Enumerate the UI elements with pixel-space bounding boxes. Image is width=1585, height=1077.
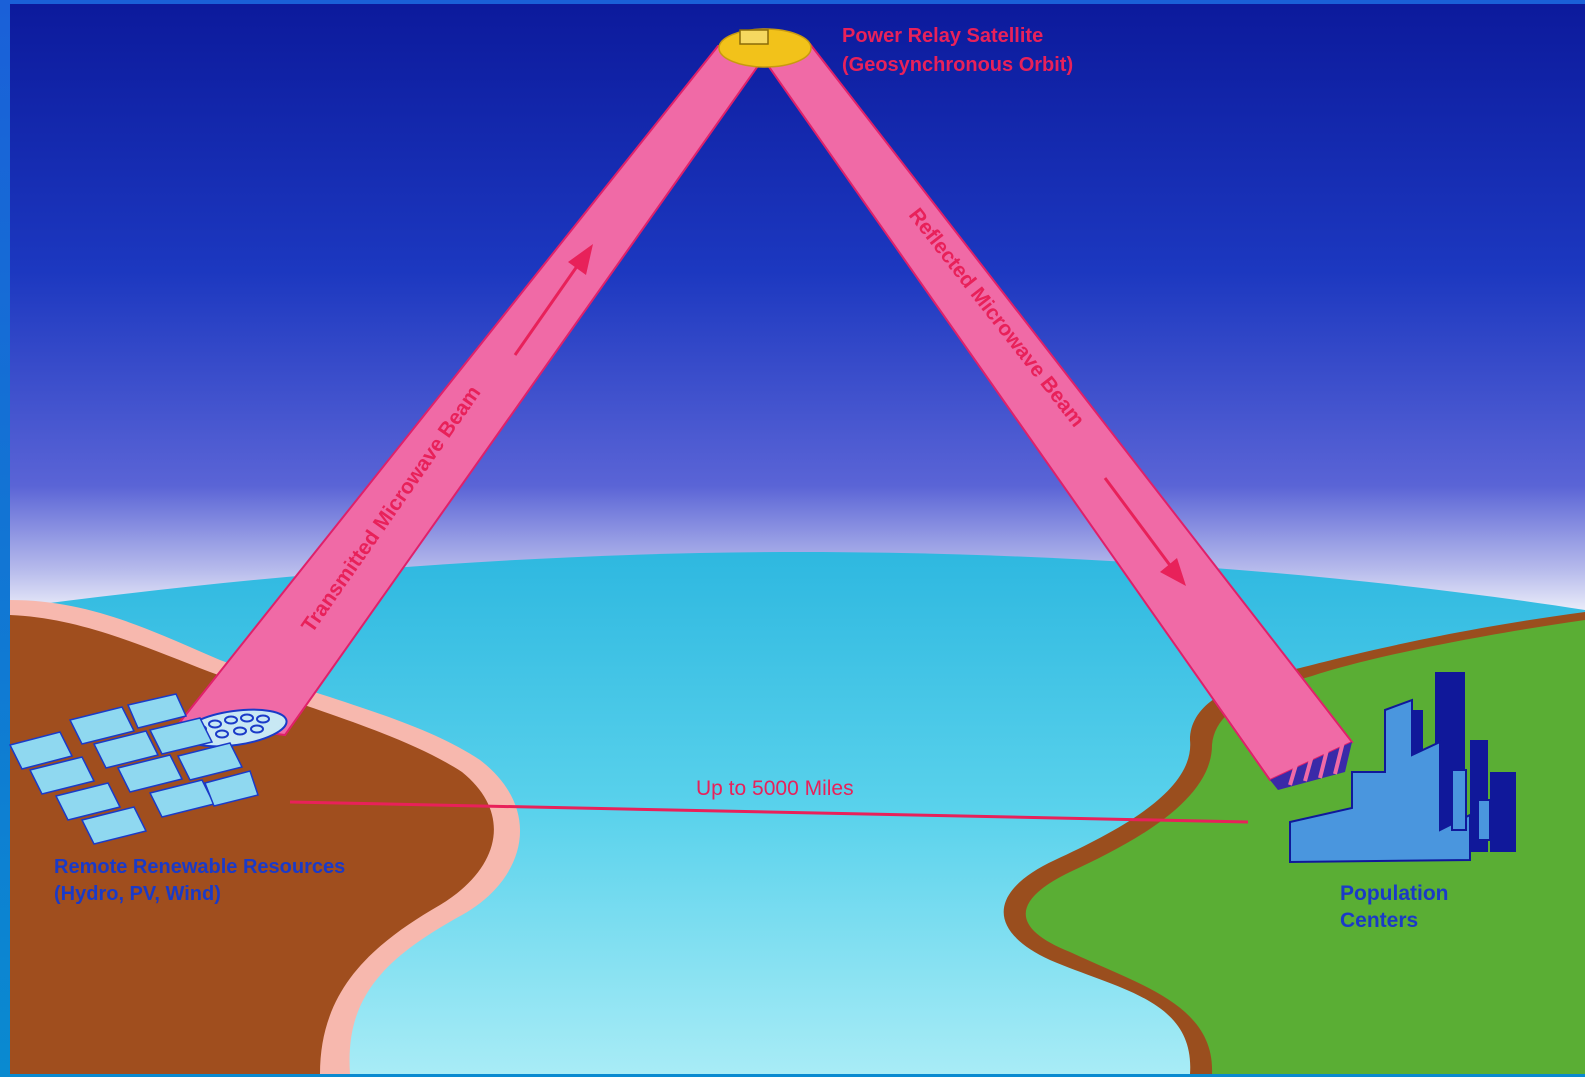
source-label-line1: Remote Renewable Resources — [54, 856, 345, 878]
satellite-label-line2: (Geosynchronous Orbit) — [842, 54, 1073, 76]
up-arrow — [513, 244, 593, 356]
city-skyline — [1289, 672, 1516, 864]
down-arrow — [1103, 477, 1186, 586]
source-label-line2: (Hydro, PV, Wind) — [54, 883, 221, 905]
solar-panel-array — [8, 693, 259, 845]
distance-line — [289, 800, 1249, 824]
destination-label-line2: Centers — [1340, 909, 1418, 932]
receiver-slots — [1288, 741, 1345, 786]
satellite-body — [739, 29, 769, 45]
destination-label-line1: Population — [1340, 882, 1449, 905]
distance-label: Up to 5000 Miles — [696, 777, 854, 800]
satellite-label-line1: Power Relay Satellite — [842, 25, 1043, 47]
